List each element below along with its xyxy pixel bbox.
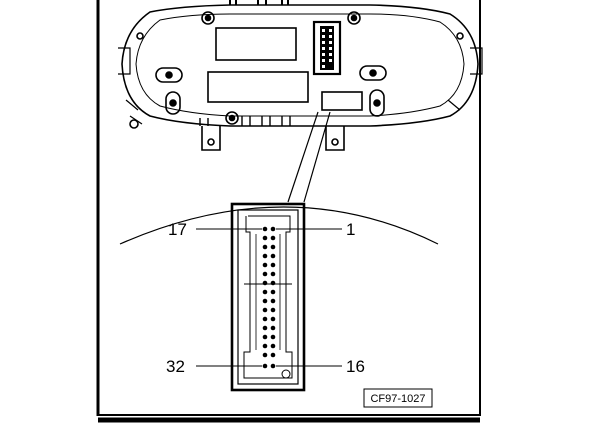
pin-label-16: 16 — [346, 357, 365, 376]
reference-code: CF97-1027 — [370, 393, 425, 405]
reference-code-box: CF97-1027 — [363, 388, 433, 408]
enlarged-view-boundary-arc — [119, 206, 439, 245]
instrument-cluster-rear-view — [118, 0, 483, 151]
connector-pins — [262, 226, 276, 369]
pin-label-1: 1 — [346, 220, 355, 239]
figure-frame — [96, 0, 481, 423]
pin-leader-lines — [196, 228, 342, 367]
pin-label-32: 32 — [166, 357, 185, 376]
connector-enlarged — [230, 202, 306, 392]
magnification-leader-lines — [287, 111, 331, 203]
pin-label-17: 17 — [168, 220, 187, 239]
connector-on-cluster — [312, 20, 342, 76]
